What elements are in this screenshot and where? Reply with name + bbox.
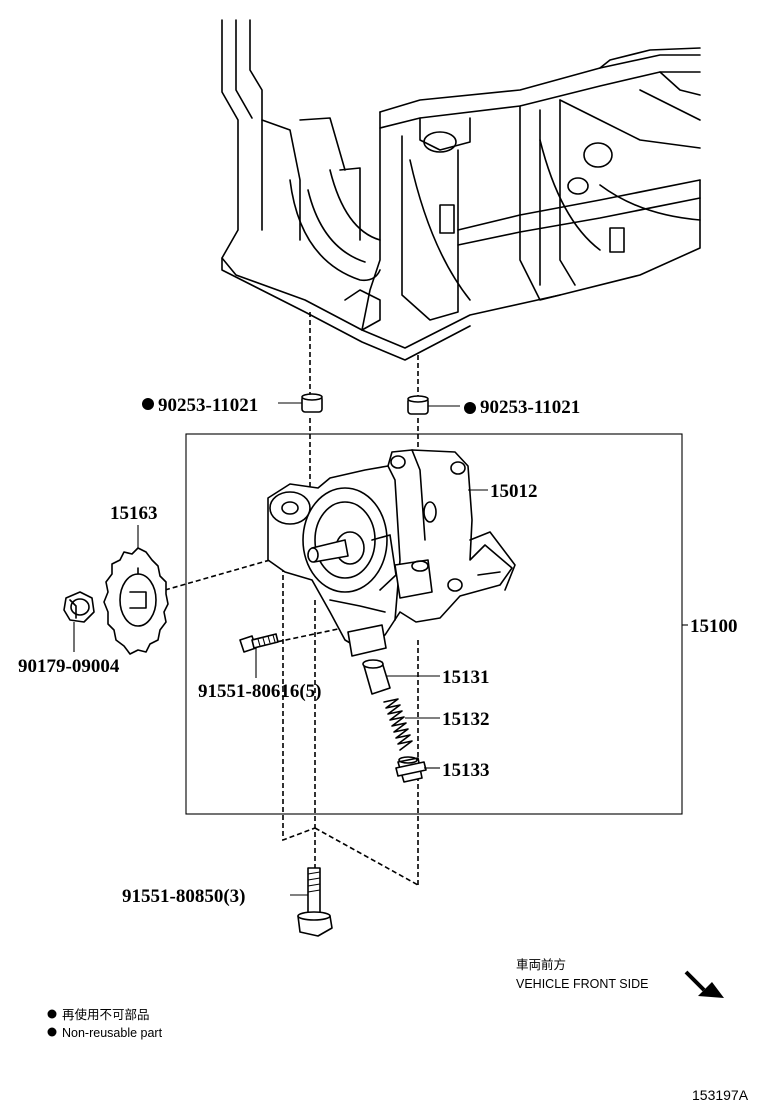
label-bolt-long: 91551-80850(3) [122,886,245,907]
direction-label-en: VEHICLE FRONT SIDE [516,977,648,991]
non-reusable-marker-left [142,398,154,410]
diagram-id: 153197A [692,1087,749,1103]
nut [63,591,95,623]
bolt-small [239,633,279,653]
label-plug: 15133 [442,760,490,781]
label-spring: 15132 [442,709,490,730]
plug [395,756,427,783]
label-valve: 15131 [442,667,490,688]
relief-spring [383,698,413,751]
label-washer-right: 90253-11021 [480,397,580,418]
direction-label-jp: 車両前方 [516,957,566,972]
oil-pump-body [267,449,516,657]
washer-left [301,393,323,413]
leader-lines [73,402,688,896]
washer-right [407,395,429,415]
label-cover: 15012 [490,481,538,502]
label-washer-left: 90253-11021 [158,395,258,416]
label-nut: 90179-09004 [18,656,120,677]
legend-label-en: Non-reusable part [62,1026,163,1040]
direction-arrow-icon [684,970,724,998]
non-reusable-marker-right [464,402,476,414]
assembly-box [185,433,683,815]
legend-bullet-en [47,1027,57,1037]
sprocket [103,547,169,655]
label-bolt-small: 91551-80616(5) [198,681,321,702]
engine-block-illustration [221,19,701,361]
relief-valve [362,659,391,695]
label-assembly: 15100 [690,616,738,637]
legend-label-jp: 再使用不可部品 [62,1007,150,1022]
legend-bullet-jp [47,1009,57,1019]
label-sprocket: 15163 [110,503,158,524]
bolt-long [297,867,333,937]
